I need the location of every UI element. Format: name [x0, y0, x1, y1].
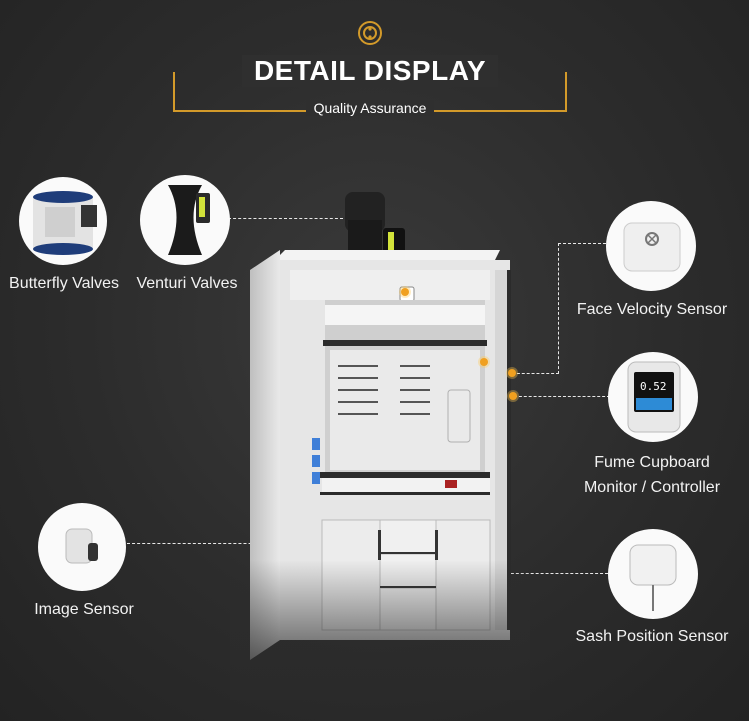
monitor-controller-icon: 0.52 — [608, 352, 698, 442]
connector-face-velocity-top — [558, 243, 606, 244]
connector-face-velocity-vertical — [558, 243, 559, 374]
page-subtitle: Quality Assurance — [305, 100, 435, 116]
page-title: DETAIL DISPLAY — [241, 55, 499, 87]
connector-image-bottom — [127, 543, 287, 544]
subtitle-wrap: Quality Assurance — [173, 100, 567, 118]
butterfly-valves-label: Butterfly Valves — [9, 275, 119, 292]
image-sensor-icon — [38, 503, 126, 591]
sash-position-sensor-icon — [608, 529, 698, 619]
image-sensor-label: Image Sensor — [34, 601, 134, 618]
monitor-label-line2: Monitor / Controller — [583, 479, 721, 496]
connector-face-velocity-bottom — [512, 373, 559, 374]
image-sensor-marker — [401, 288, 409, 296]
monitor-marker — [509, 392, 517, 400]
monitor-screen-value: 0.52 — [640, 380, 667, 393]
monitor-label-line1: Fume Cupboard — [594, 454, 710, 471]
connector-venturi — [228, 218, 343, 219]
face-velocity-marker — [508, 369, 516, 377]
hood-marker — [480, 358, 488, 366]
venturi-valve-icon — [140, 175, 230, 265]
sash-position-sensor-label: Sash Position Sensor — [575, 628, 729, 645]
target-icon — [358, 21, 382, 45]
butterfly-valve-icon — [19, 177, 107, 265]
face-velocity-sensor-icon — [606, 201, 696, 291]
face-velocity-sensor-label: Face Velocity Sensor — [576, 301, 728, 318]
connector-monitor — [514, 396, 610, 397]
fume-hood-illustration — [230, 192, 530, 700]
connector-sash — [496, 573, 608, 574]
venturi-valves-label: Venturi Valves — [136, 275, 238, 292]
page-title-wrap: DETAIL DISPLAY — [173, 55, 567, 87]
